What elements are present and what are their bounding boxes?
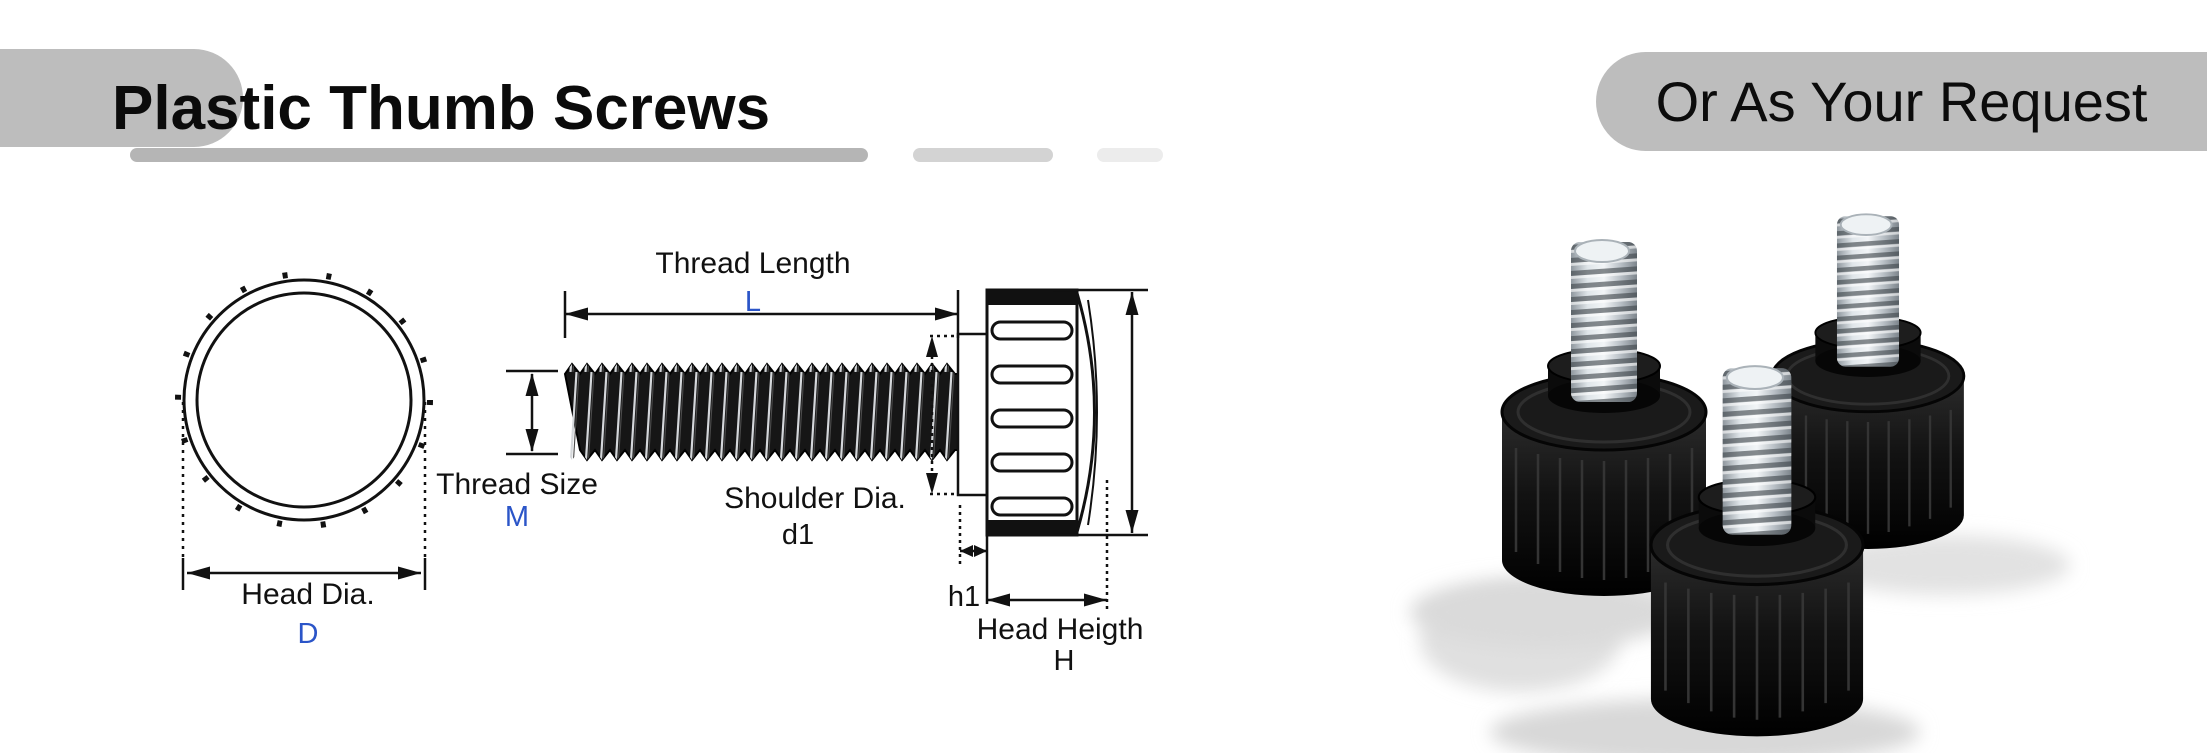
request-badge: Or As Your Request <box>1596 52 2207 151</box>
head-dome-outline <box>1075 292 1096 533</box>
thread-size-label: Thread Size <box>436 468 598 501</box>
head-dia-label: Head Dia. <box>241 578 374 611</box>
head-height-label: Head Heigth <box>977 613 1144 646</box>
head-side <box>985 288 1098 537</box>
shoulder-dia-symbol: d1 <box>782 519 814 551</box>
head-dia-extension-lines <box>181 402 427 560</box>
thread-length-symbol: L <box>745 286 761 318</box>
shoulder-height-symbol: h1 <box>948 581 980 613</box>
title-underline-bar-1 <box>130 148 868 162</box>
head-dia-dimension <box>181 558 427 590</box>
top-view-drawing: Head Dia. D <box>175 271 433 650</box>
shoulder-dia-dimension <box>930 334 958 496</box>
request-badge-label: Or As Your Request <box>1655 69 2148 133</box>
shoulder-dia-label: Shoulder Dia. <box>724 482 906 515</box>
head-height-symbol: H <box>1054 645 1075 677</box>
shoulder-step <box>956 332 989 497</box>
head-dia-symbol: D <box>298 618 319 650</box>
head-height-dimension <box>987 480 1109 612</box>
thread-length-label: Thread Length <box>655 247 850 280</box>
head-side-diameter-dimension <box>1053 288 1148 537</box>
knurl-bumps <box>175 271 433 529</box>
title-underline-bar-2 <box>913 148 1053 162</box>
side-view-drawing: Thread Length L Thread Size M Shoulder D… <box>436 247 1148 677</box>
thread-length-dimension <box>563 290 960 338</box>
head-dome-inner-line <box>1087 299 1098 526</box>
thread-size-symbol: M <box>505 501 529 533</box>
head-outer-circle <box>182 278 426 522</box>
threaded-rod <box>563 362 959 462</box>
title-pill-background <box>0 49 243 147</box>
shoulder-height-dimension <box>958 505 989 604</box>
product-photo <box>1410 212 2070 753</box>
head-inner-circle <box>195 291 413 509</box>
page-title: Plastic Thumb Screws <box>112 74 771 143</box>
title-underline-bar-3 <box>1097 148 1163 162</box>
